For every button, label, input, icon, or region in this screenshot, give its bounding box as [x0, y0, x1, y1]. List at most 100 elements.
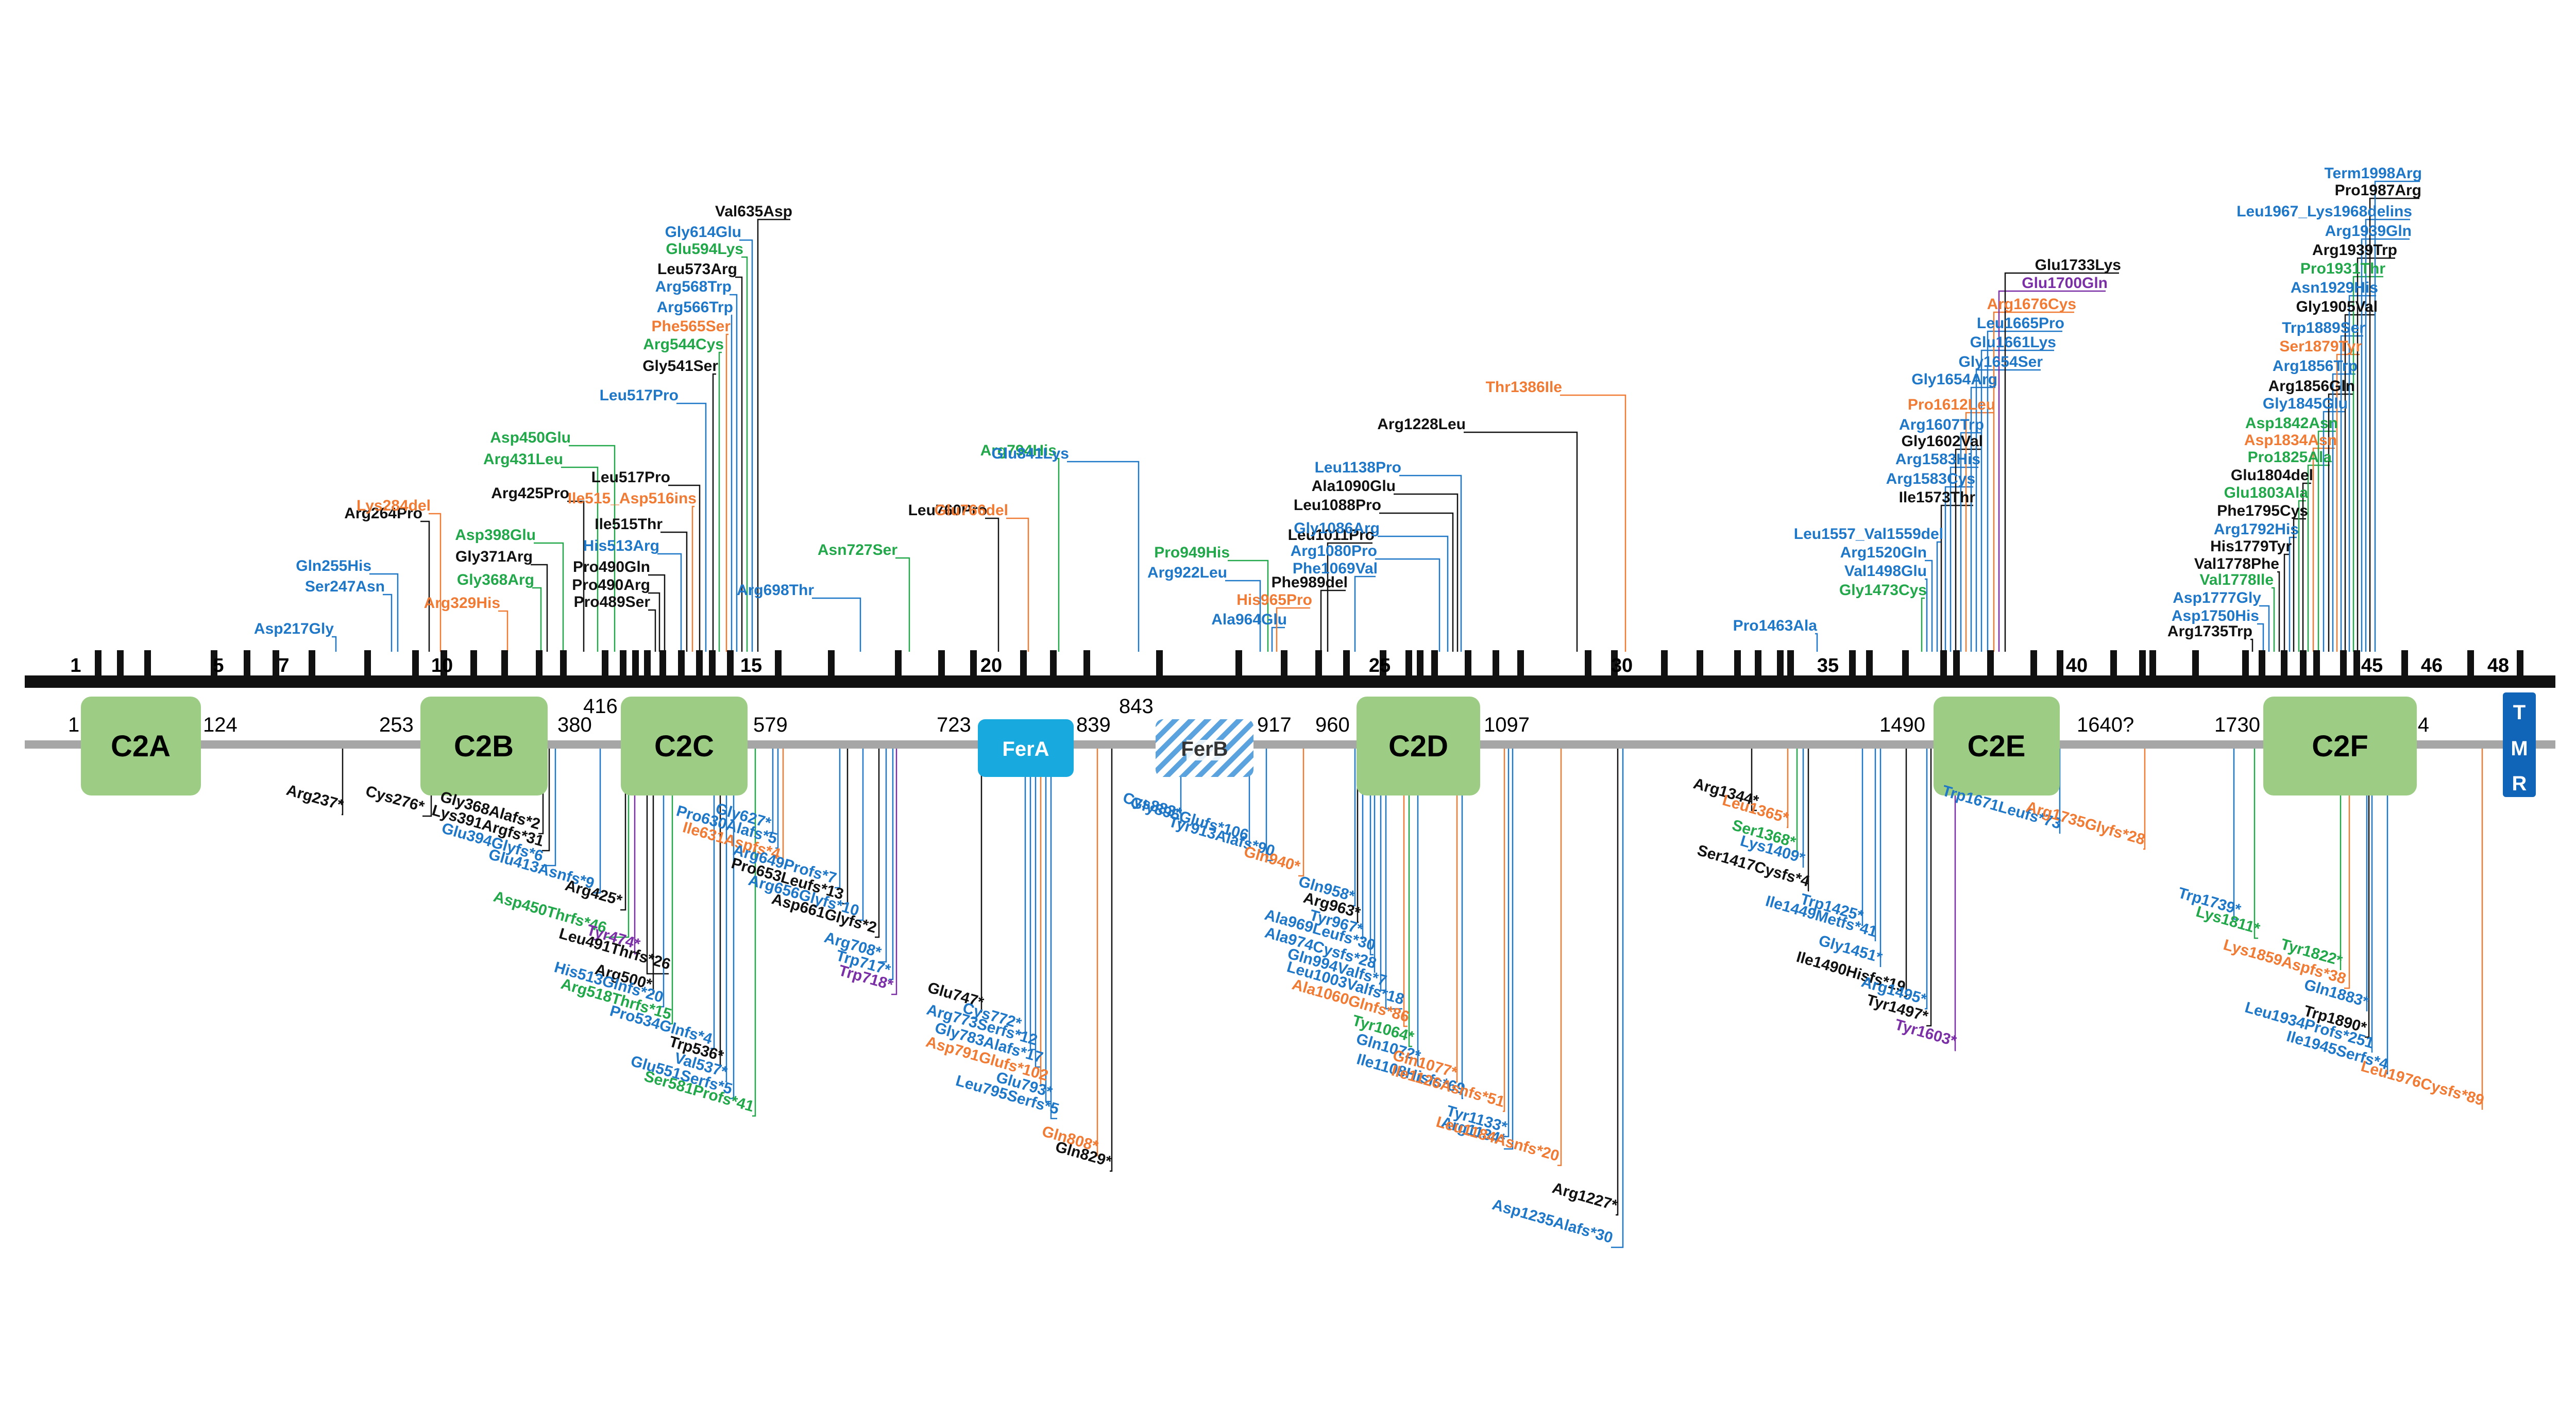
variant-label-above: Glu1733Lys: [2035, 257, 2121, 274]
domain-c2a-label: C2A: [111, 730, 171, 763]
variant-leader: [531, 564, 548, 652]
variant-leader: [1950, 466, 1978, 652]
variant-leader: [1298, 744, 1304, 877]
exon-tick: [1380, 650, 1386, 682]
exon-tick: [1050, 650, 1057, 682]
variant-leader: [1925, 578, 1928, 652]
variant-leader: [1110, 744, 1113, 1172]
position-label: 1097: [1484, 714, 1530, 736]
variant-leader: [532, 587, 542, 652]
variant-leader: [1271, 627, 1285, 652]
variant-label-above: Pro1931Thr: [2300, 260, 2385, 277]
variant-leader: [2317, 430, 2336, 652]
variant-leader: [2344, 744, 2350, 989]
variant-leader: [2365, 744, 2370, 1038]
exon-label: 7: [278, 655, 289, 676]
variant-leader: [842, 744, 849, 905]
variant-leader: [769, 744, 774, 834]
variant-leader: [1787, 744, 1789, 828]
variant-leader: [731, 744, 735, 1099]
exon-tick: [709, 650, 716, 682]
variant-leader: [1375, 558, 1440, 652]
variant-leader: [2374, 180, 2420, 652]
variant-label-above: Arg922Leu: [1147, 564, 1227, 581]
variant-label-above: Gly1845Glu: [2263, 395, 2348, 412]
domain-c2f: C2F: [2263, 697, 2417, 795]
variant-label-above: Asp1750His: [2172, 607, 2259, 624]
variant-leader: [534, 542, 564, 652]
variant-label-above: Arg566Trp: [657, 299, 733, 316]
variant-label-above: Arg1939Gln: [2325, 223, 2412, 240]
variant-label-above: Pro490Gln: [573, 558, 650, 575]
exon-tick: [1953, 650, 1960, 682]
exon-label: 1: [70, 655, 81, 676]
variant-leader: [2332, 373, 2355, 652]
variant-leader: [2312, 447, 2335, 652]
variant-label-above: His965Pro: [1236, 591, 1312, 608]
variant-label-above: Thr1386Ile: [1486, 379, 1562, 396]
variant-labels: Asp217GlySer247AsnGln255HisArg264ProLys2…: [254, 165, 2486, 1247]
exon-tick: [1281, 650, 1287, 682]
exon-label: 25: [1369, 655, 1391, 676]
variant-leader: [1378, 535, 1449, 652]
variant-label-above: Ile515_Asp516ins: [568, 490, 697, 507]
exon-tick: [1235, 650, 1242, 682]
tmr-letter-r: R: [2512, 772, 2527, 795]
exon-tick: [1755, 650, 1761, 682]
exon-label: 46: [2421, 655, 2443, 676]
variant-leader: [889, 744, 894, 980]
exon-tick: [602, 650, 608, 682]
variant-label-above: Arg264Pro: [344, 505, 422, 522]
variant-leader: [648, 592, 660, 652]
variant-leader: [541, 744, 556, 867]
exon-tick: [470, 650, 477, 682]
variant-leader: [778, 744, 784, 865]
variant-label-above: Glu1661Lys: [1970, 334, 2056, 351]
tmr-letter-t: T: [2513, 701, 2526, 724]
variant-label-above: Ile515Thr: [595, 516, 663, 533]
exon-tick: [632, 650, 639, 682]
variant-leader: [1020, 744, 1026, 1034]
position-label: 960: [1315, 714, 1350, 736]
leader-lines: [332, 180, 2483, 1248]
exon-tick: [895, 650, 902, 682]
variant-leader: [567, 500, 585, 652]
variant-label-above: Arg1792His: [2214, 521, 2299, 538]
exon-tick: [1661, 650, 1668, 682]
variant-leader: [429, 513, 442, 652]
variant-leader: [1040, 744, 1046, 1086]
variant-label-above: Arg1735Trp: [2167, 623, 2252, 640]
exon-tick: [364, 650, 371, 682]
variant-label-above: Asp398Glu: [455, 527, 536, 544]
variant-leader: [650, 744, 654, 995]
variant-label-below: Arg237*: [284, 782, 345, 814]
exon-tick: [1849, 650, 1856, 682]
variant-leader: [2336, 353, 2360, 652]
variant-label-above: Arg329His: [424, 595, 500, 612]
variant-leader: [1461, 744, 1463, 1099]
variant-label-above: Arg431Leu: [483, 451, 563, 468]
exon-label: 35: [1817, 655, 1839, 676]
domain-fera: FerA: [978, 719, 1074, 777]
variant-leader: [1504, 744, 1514, 1150]
variant-leader: [719, 744, 722, 1067]
variant-label-above: Arg1856Trp: [2273, 358, 2358, 375]
variant-leader: [725, 333, 728, 652]
variant-label-above: Arg698Thr: [737, 582, 814, 599]
variant-label-above: Phe565Ser: [652, 318, 731, 335]
domain-c2d-label: C2D: [1388, 730, 1448, 763]
exon-tick: [2517, 650, 2523, 682]
variant-leader: [670, 744, 673, 1025]
exon-tick: [1866, 650, 1873, 682]
variant-leader: [1096, 744, 1098, 1157]
exon-label: 15: [740, 655, 762, 676]
position-label: 1490: [1879, 714, 1925, 736]
variant-label-above: Ile1573Thr: [1899, 489, 1976, 506]
variant-label-above: Pro1612Leu: [1908, 396, 1995, 413]
variant-label-above: Ala1090Glu: [1312, 478, 1396, 495]
position-label: 1: [68, 714, 79, 736]
variant-label-above: Ser247Asn: [305, 578, 385, 595]
variant-leader: [648, 609, 656, 652]
variant-leader: [1965, 412, 1993, 652]
exon-tick: [2467, 650, 2474, 682]
